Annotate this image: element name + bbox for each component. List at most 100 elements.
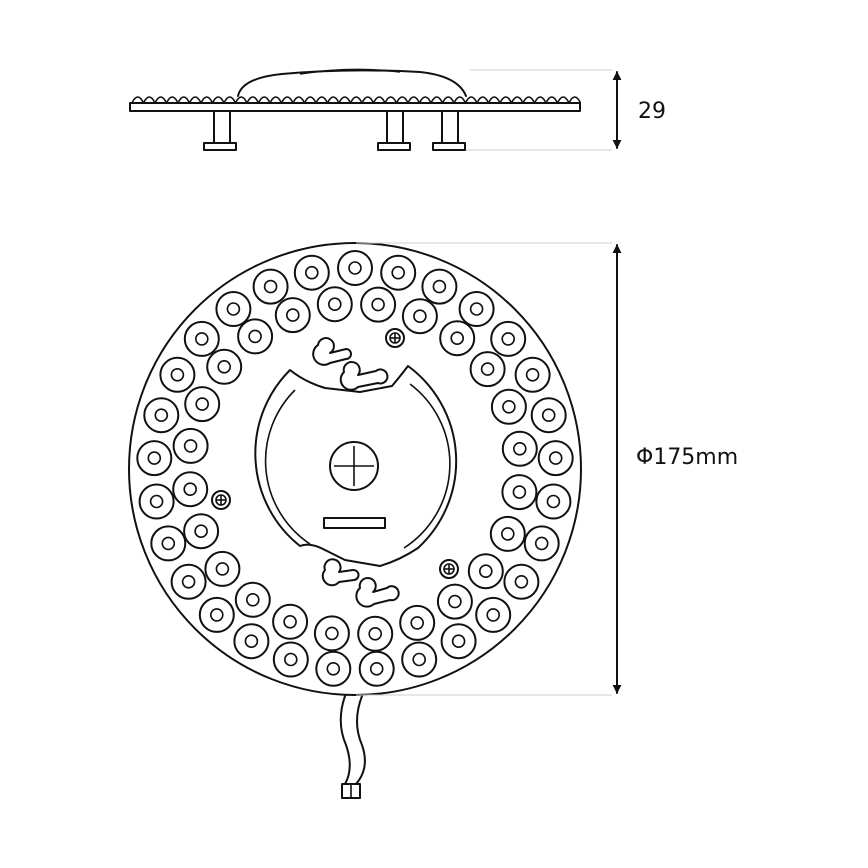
led-bump bbox=[533, 96, 547, 104]
led-bump bbox=[430, 96, 444, 104]
led-bump bbox=[476, 96, 490, 104]
center-bracket bbox=[254, 365, 458, 567]
side-view-dome-top bbox=[299, 68, 401, 75]
led-bump bbox=[441, 96, 455, 104]
led-lens bbox=[234, 581, 271, 618]
diameter-label: Φ175mm bbox=[636, 445, 738, 470]
led-bump bbox=[165, 96, 179, 104]
led-lens bbox=[204, 550, 241, 587]
led-bump bbox=[395, 96, 409, 104]
led-lens bbox=[436, 583, 473, 620]
keyhole-slots bbox=[312, 337, 400, 608]
led-lens bbox=[183, 320, 220, 357]
led-lens bbox=[150, 525, 187, 562]
led-lens bbox=[501, 430, 538, 467]
led-bump bbox=[407, 96, 421, 104]
led-lens bbox=[184, 386, 221, 423]
led-lens bbox=[206, 348, 243, 385]
led-bump bbox=[499, 96, 513, 104]
led-lens bbox=[274, 297, 311, 334]
led-lens bbox=[523, 525, 560, 562]
led-bump bbox=[453, 96, 467, 104]
led-lens bbox=[439, 320, 476, 357]
led-bump bbox=[154, 96, 168, 104]
led-bump bbox=[568, 96, 582, 104]
led-lens bbox=[401, 641, 438, 678]
led-lens bbox=[360, 286, 397, 323]
side-view-mount-pins bbox=[203, 110, 466, 151]
led-lens-inner-ring bbox=[172, 286, 538, 652]
led-lens bbox=[467, 553, 504, 590]
led-lens bbox=[440, 623, 477, 660]
side-view-base-plate bbox=[129, 102, 581, 112]
led-bump bbox=[315, 96, 329, 104]
led-lens bbox=[172, 471, 209, 508]
led-lens bbox=[170, 563, 207, 600]
led-lens bbox=[172, 427, 209, 464]
led-bump bbox=[556, 96, 570, 104]
center-bracket-inner bbox=[264, 383, 451, 549]
led-bump bbox=[246, 96, 260, 104]
top-view: Φ175mm bbox=[128, 242, 738, 799]
led-bump bbox=[545, 96, 559, 104]
led-lens bbox=[358, 650, 395, 687]
led-lens bbox=[514, 356, 551, 393]
led-lens bbox=[183, 513, 220, 550]
led-bump bbox=[326, 96, 340, 104]
led-lens bbox=[469, 351, 506, 388]
led-bump bbox=[142, 96, 156, 104]
led-lens-outer-ring bbox=[136, 250, 574, 687]
led-bump bbox=[361, 96, 375, 104]
led-lens bbox=[138, 483, 175, 520]
led-bump bbox=[188, 96, 202, 104]
led-lens bbox=[215, 291, 252, 327]
led-bump bbox=[200, 96, 214, 104]
module-outer-edge bbox=[128, 242, 582, 696]
led-lens bbox=[401, 298, 438, 335]
led-bump bbox=[257, 96, 271, 104]
led-bump bbox=[487, 96, 501, 104]
led-lens bbox=[535, 483, 572, 520]
center-sensor bbox=[329, 441, 379, 491]
led-lens bbox=[316, 286, 353, 323]
led-lens bbox=[143, 397, 180, 434]
led-bump bbox=[223, 96, 237, 104]
height-label: 29 bbox=[638, 99, 666, 124]
led-bump bbox=[303, 96, 317, 104]
led-bump bbox=[372, 96, 386, 104]
led-lens bbox=[501, 474, 538, 511]
led-bump bbox=[269, 96, 283, 104]
side-view-led-bumps bbox=[131, 96, 582, 104]
screw bbox=[385, 328, 405, 348]
power-cable bbox=[339, 695, 366, 799]
led-lens bbox=[537, 440, 574, 477]
mounting-screws bbox=[211, 328, 459, 579]
led-bump bbox=[211, 96, 225, 104]
connector-slot bbox=[323, 517, 386, 529]
led-lens bbox=[198, 596, 235, 633]
screw bbox=[439, 559, 459, 579]
led-bump bbox=[280, 96, 294, 104]
led-bump bbox=[131, 96, 145, 104]
led-bump bbox=[338, 96, 352, 104]
led-bump bbox=[510, 96, 524, 104]
led-bump bbox=[292, 96, 306, 104]
led-lens bbox=[530, 397, 567, 434]
led-lens bbox=[503, 563, 540, 600]
led-bump bbox=[522, 96, 536, 104]
led-lens bbox=[380, 254, 417, 291]
led-lens bbox=[315, 650, 352, 687]
led-lens bbox=[252, 268, 289, 305]
led-bump bbox=[349, 96, 363, 104]
led-lens bbox=[272, 603, 309, 640]
side-view-dome bbox=[237, 69, 467, 97]
led-lens bbox=[421, 268, 458, 305]
led-lens bbox=[490, 320, 527, 357]
led-bump bbox=[384, 96, 398, 104]
led-lens bbox=[233, 623, 270, 660]
led-lens bbox=[490, 388, 527, 425]
led-lens bbox=[475, 596, 512, 633]
led-lens bbox=[159, 356, 196, 393]
screw bbox=[211, 490, 231, 510]
